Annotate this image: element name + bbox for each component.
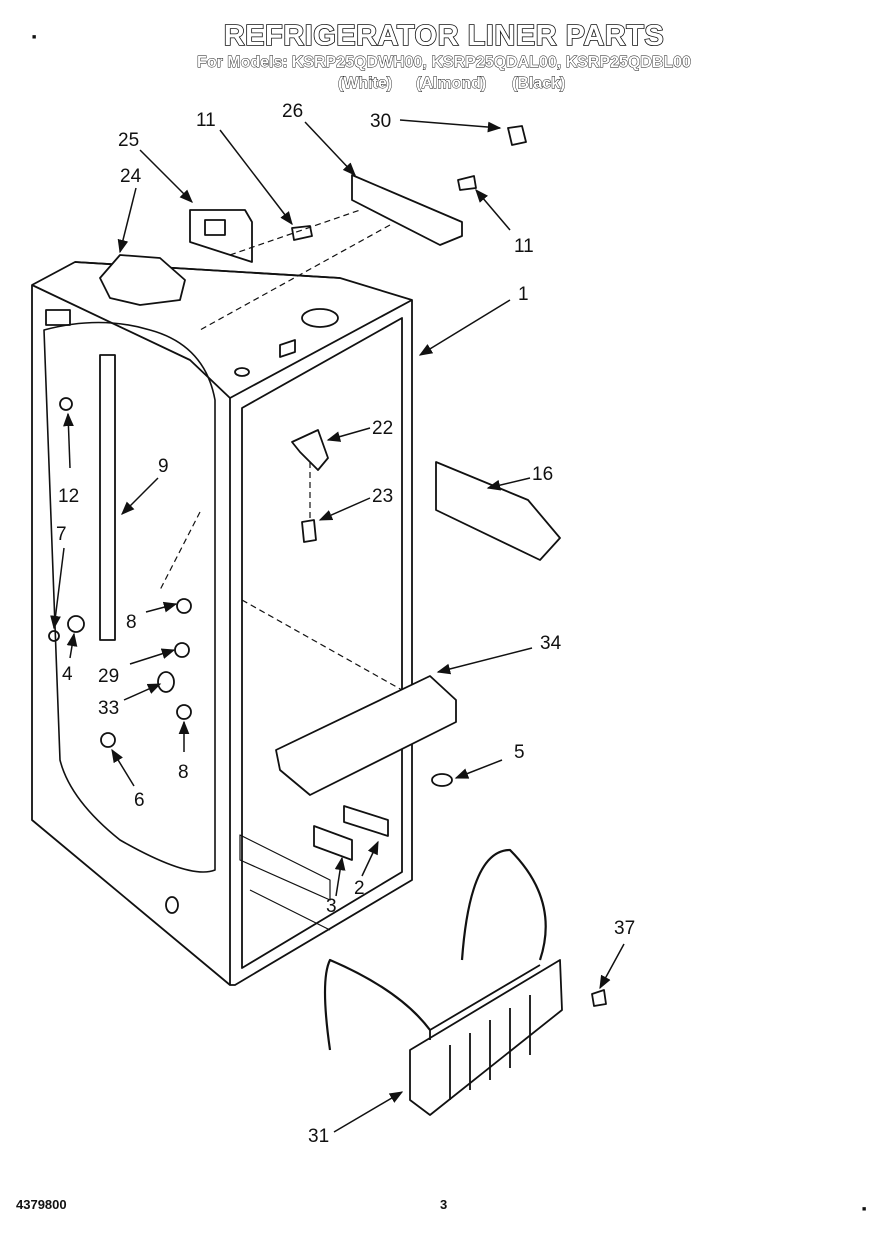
part-4-knob [67,615,85,633]
variant-white: (White) [338,75,393,93]
screw-11-right [457,175,477,191]
callout-26: 26 [282,101,303,122]
models-label: For Models: [197,54,289,72]
callout-31: 31 [308,1126,329,1147]
callout-5: 5 [514,742,525,763]
part-5-grommet [431,773,453,787]
callout-2: 2 [354,878,365,899]
models-list: KSRP25QDWH00, KSRP25QDAL00, KSRP25QDBL00 [291,54,691,72]
callout-8-upper: 8 [126,612,137,633]
screw-11-left [291,225,313,241]
callout-25: 25 [118,130,139,151]
callout-29: 29 [98,666,119,687]
part-12-screw [59,397,73,411]
part-23-screw [301,519,317,543]
part-3-bracket [313,825,353,861]
callout-37: 37 [614,918,635,939]
callout-7: 7 [56,524,67,545]
part-26-rail [351,174,463,246]
liner-body [31,261,413,986]
part-2-plate [343,805,389,837]
variant-black: (Black) [512,75,566,93]
callout-16: 16 [532,464,553,485]
callout-12: 12 [58,486,79,507]
part-6-fastener [100,732,116,748]
variant-almond: (Almond) [416,75,487,93]
part-33-bulb [157,671,175,693]
registration-mark-bottom-right: ■ [862,1206,867,1213]
part-24-housing [99,254,186,306]
part-31-heater-tray [323,848,563,1116]
callout-6: 6 [134,790,145,811]
callout-23: 23 [372,486,393,507]
callout-3: 3 [326,896,337,917]
callout-1: 1 [518,284,529,305]
part-7-screw [48,630,60,642]
callout-22: 22 [372,418,393,439]
page-title: REFRIGERATOR LINER PARTS [223,19,665,53]
doc-number: 4379800 [16,1197,67,1212]
part-16-duct [435,461,561,561]
callout-24: 24 [120,166,142,187]
part-34-cover [275,675,457,796]
part-22-bracket [291,429,329,471]
callout-8-lower: 8 [178,762,189,783]
callout-11-top: 11 [196,110,216,131]
callout-34: 34 [540,633,562,654]
callout-33: 33 [98,698,119,719]
part-25-bracket [189,209,253,263]
page-number: 3 [440,1197,448,1212]
part-37-screw [591,989,607,1007]
callout-4: 4 [62,664,73,685]
callout-30: 30 [370,111,391,132]
registration-mark-top-left: ■ [32,34,37,41]
part-30-clip [507,125,527,146]
part-8-lower [176,704,192,720]
callout-11-right: 11 [514,236,534,257]
models-line: For Models:KSRP25QDWH00, KSRP25QDAL00, K… [0,54,888,72]
callout-9: 9 [158,456,169,477]
